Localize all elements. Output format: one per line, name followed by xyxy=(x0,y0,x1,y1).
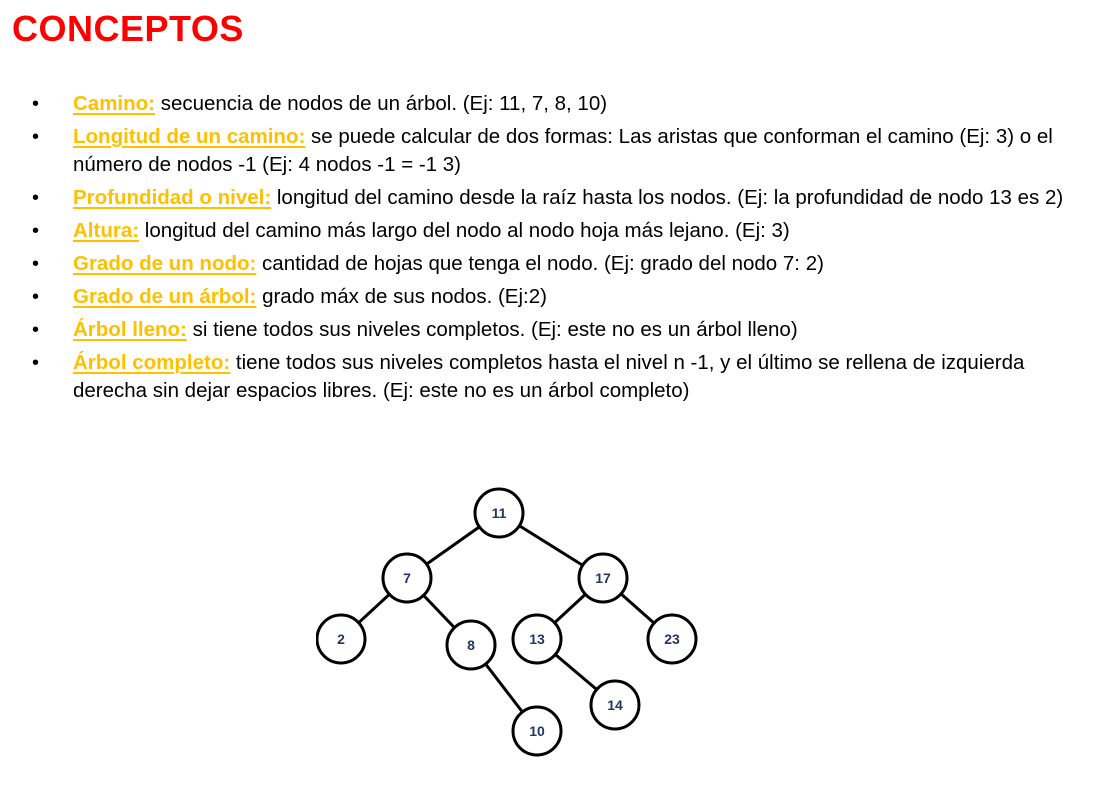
bullet-icon: • xyxy=(32,93,40,115)
tree-node: 11 xyxy=(473,487,525,539)
tree-node-circle xyxy=(646,613,698,665)
concept-term: Grado de un nodo: xyxy=(73,252,257,275)
bullet-icon: • xyxy=(32,319,40,341)
concepts-list: • Camino: secuencia de nodos de un árbol.… xyxy=(32,90,1072,410)
nodes-layer: 11 7 17 2 8 13 23 14 10 xyxy=(316,487,698,757)
list-item: • Longitud de un camino: se puede calcula… xyxy=(32,123,1072,179)
tree-node-circle xyxy=(511,705,563,757)
concept-definition: se puede calcular de dos formas: Las ari… xyxy=(73,125,1053,176)
concept-term: Árbol lleno: xyxy=(73,318,187,341)
list-item: • Camino: secuencia de nodos de un árbol.… xyxy=(32,90,1072,118)
tree-node: 23 xyxy=(646,613,698,665)
concept-definition: grado máx de sus nodos. (Ej:2) xyxy=(256,285,547,308)
bullet-icon: • xyxy=(32,187,40,209)
concept-definition: longitud del camino desde la raíz hasta … xyxy=(271,186,1064,209)
tree-node: 7 xyxy=(381,552,433,604)
concept-definition: cantidad de hojas que tenga el nodo. (Ej… xyxy=(256,252,824,275)
tree-node-circle xyxy=(381,552,433,604)
tree-node-circle xyxy=(577,552,629,604)
list-item: • Grado de un nodo: cantidad de hojas que… xyxy=(32,250,1072,278)
concept-term: Altura: xyxy=(73,219,140,242)
bullet-icon: • xyxy=(32,253,40,275)
tree-node-label: 13 xyxy=(529,631,545,647)
tree-node: 14 xyxy=(589,679,641,731)
bullet-icon: • xyxy=(32,352,40,374)
list-item: • Profundidad o nivel: longitud del camin… xyxy=(32,184,1072,212)
concept-definition: secuencia de nodos de un árbol. (Ej: 11,… xyxy=(155,92,608,115)
concept-term: Grado de un árbol: xyxy=(73,285,257,308)
list-item: • Altura: longitud del camino más largo d… xyxy=(32,217,1072,245)
tree-node: 17 xyxy=(577,552,629,604)
binary-tree-diagram: 11 7 17 2 8 13 23 14 10 xyxy=(316,484,706,760)
tree-node: 10 xyxy=(511,705,563,757)
tree-node: 8 xyxy=(445,619,497,671)
tree-svg: 11 7 17 2 8 13 23 14 10 xyxy=(316,487,698,757)
concept-definition: si tiene todos sus niveles completos. (E… xyxy=(186,318,798,341)
tree-node-label: 14 xyxy=(607,697,623,713)
tree-node-circle xyxy=(445,619,497,671)
tree-node: 2 xyxy=(316,613,367,665)
page-title: CONCEPTOS xyxy=(12,8,244,49)
concept-term: Camino: xyxy=(73,92,155,115)
tree-node-circle xyxy=(473,487,525,539)
concept-term: Árbol completo: xyxy=(73,351,231,374)
concept-definition: tiene todos sus niveles completos hasta … xyxy=(73,351,1025,402)
tree-node-label: 8 xyxy=(467,637,475,653)
bullet-icon: • xyxy=(32,286,40,308)
tree-node: 13 xyxy=(511,613,563,665)
tree-node-circle xyxy=(589,679,641,731)
tree-node-circle xyxy=(316,613,367,665)
bullet-icon: • xyxy=(32,126,40,148)
tree-node-label: 17 xyxy=(595,570,611,586)
tree-node-label: 7 xyxy=(403,570,411,586)
concept-definition: longitud del camino más largo del nodo a… xyxy=(139,219,790,242)
tree-node-label: 10 xyxy=(529,723,545,739)
bullet-icon: • xyxy=(32,220,40,242)
tree-node-circle xyxy=(511,613,563,665)
list-item: • Grado de un árbol: grado máx de sus nod… xyxy=(32,283,1072,311)
concept-term: Profundidad o nivel: xyxy=(73,186,272,209)
list-item: • Árbol completo: tiene todos sus niveles… xyxy=(32,349,1072,405)
tree-node-label: 11 xyxy=(492,505,507,521)
list-item: • Árbol lleno: si tiene todos sus niveles… xyxy=(32,316,1072,344)
tree-node-label: 23 xyxy=(664,631,680,647)
tree-node-label: 2 xyxy=(337,631,345,647)
concept-term: Longitud de un camino: xyxy=(73,125,306,148)
